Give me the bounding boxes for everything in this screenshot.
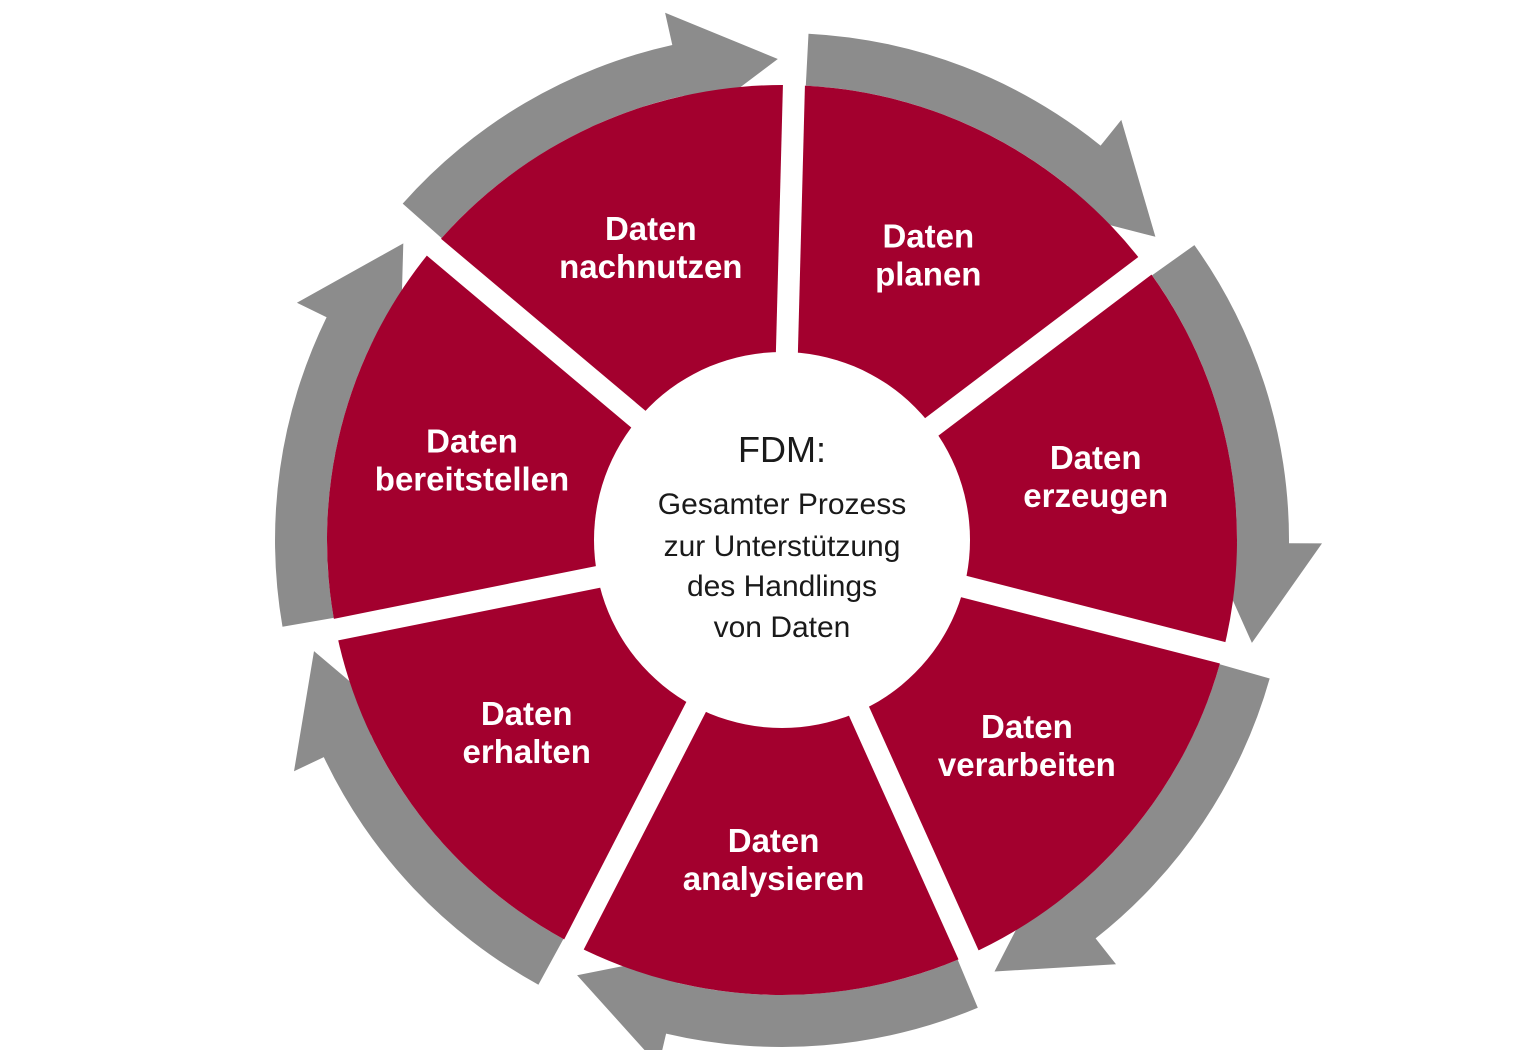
center-line-4: von Daten: [714, 611, 851, 644]
separator-2: [895, 250, 1160, 459]
center-line-3: des Handlings: [687, 570, 877, 603]
center-circle: [594, 352, 970, 728]
segment-label-erhalten-line1: Daten: [481, 695, 573, 732]
arrow-nachnutzen: [402, 12, 778, 239]
segment-labels: DatenplanenDatenerzeugenDatenverarbeiten…: [375, 210, 1168, 897]
separator-5: [559, 668, 724, 959]
separator-6: [323, 558, 638, 643]
segment-label-erhalten-line2: erhalten: [463, 733, 591, 770]
segment-label-analysieren-line1: Daten: [728, 822, 820, 859]
segment-label-planen-line1: Daten: [882, 217, 974, 254]
segment-label-analysieren-line2: analysieren: [683, 860, 865, 897]
center-line-2: zur Unterstützung: [664, 530, 901, 563]
arrow-verarbeiten: [994, 664, 1270, 972]
segment-separators: [323, 74, 1236, 969]
arrow-planen: [805, 33, 1156, 237]
segment-label-bereitstellen-line1: Daten: [426, 423, 518, 460]
arrow-erzeugen: [1152, 245, 1322, 643]
segment-label-nachnutzen-line2: nachnutzen: [559, 248, 742, 285]
arrow-erhalten: [294, 651, 564, 985]
separator-7: [419, 232, 675, 452]
segment-label-erzeugen-line2: erzeugen: [1023, 477, 1168, 514]
separator-1: [774, 74, 806, 391]
segment-label-planen-line2: planen: [875, 255, 981, 292]
center-title: FDM:: [738, 429, 826, 470]
segment-analysieren: [573, 540, 969, 996]
cycle-arrows: [275, 12, 1322, 1050]
arrow-bereitstellen: [275, 243, 404, 627]
segment-label-bereitstellen-line2: bereitstellen: [375, 461, 569, 498]
separator-4: [833, 672, 983, 969]
segment-label-nachnutzen-line1: Daten: [605, 210, 697, 247]
segment-label-verarbeiten-line1: Daten: [981, 708, 1073, 745]
separator-3: [924, 566, 1236, 666]
segment-label-erzeugen-line1: Daten: [1050, 439, 1142, 476]
center-line-1: Gesamter Prozess: [658, 488, 906, 521]
segment-label-verarbeiten-line2: verarbeiten: [938, 746, 1116, 783]
center-label: FDM: Gesamter Prozess zur Unterstützung …: [658, 429, 906, 644]
